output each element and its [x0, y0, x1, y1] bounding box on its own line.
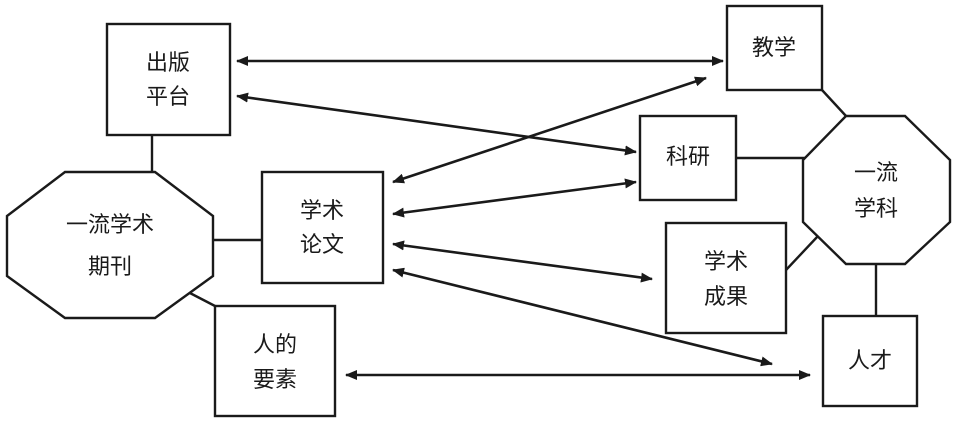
- node-publishing-platform-line-2: 平台: [146, 85, 190, 110]
- arrow-papers-research: [392, 178, 637, 218]
- node-teaching: 教学: [725, 4, 824, 92]
- node-first-class-discipline: 一流 学科: [801, 114, 952, 266]
- arrow-platform-research: [236, 92, 637, 156]
- node-academic-achievements: 学术 成果: [664, 221, 788, 335]
- line-teaching-discipline: [821, 89, 847, 117]
- node-human-factors: 人的 要素: [213, 304, 337, 418]
- node-research: 科研: [638, 114, 738, 202]
- arrow-papers-teaching: [392, 76, 707, 184]
- node-academic-achievements-line-2: 成果: [704, 285, 748, 310]
- line-achievements-discipline: [785, 235, 819, 271]
- node-academic-papers: 学术 论文: [260, 170, 385, 285]
- node-human-factors-line-1: 人的: [253, 333, 297, 358]
- node-publishing-platform: 出版 平台: [105, 22, 232, 137]
- node-academic-achievements-line-1: 学术: [704, 250, 748, 275]
- node-academic-papers-line-1: 学术: [300, 199, 344, 224]
- bidirectional-arrows: [236, 56, 811, 380]
- node-teaching-line-1: 教学: [752, 36, 796, 61]
- node-talent: 人才: [821, 314, 919, 408]
- node-publishing-platform-line-1: 出版: [146, 51, 190, 76]
- line-journal-human-factors: [187, 290, 216, 308]
- node-first-class-discipline-line-2: 学科: [854, 197, 898, 222]
- node-research-line-1: 科研: [666, 145, 710, 170]
- node-academic-papers-line-2: 论文: [300, 233, 344, 258]
- arrow-papers-achievements: [392, 240, 653, 283]
- connector-lines: [150, 89, 878, 316]
- node-first-class-discipline-line-1: 一流: [854, 161, 898, 186]
- node-talent-line-1: 人才: [848, 349, 892, 374]
- arrow-papers-talent: [392, 267, 773, 367]
- node-first-class-journal-line-1: 一流学术: [66, 213, 154, 238]
- node-first-class-journal-line-2: 期刊: [88, 255, 132, 280]
- node-human-factors-line-2: 要素: [253, 368, 297, 393]
- node-first-class-journal: 一流学术 期刊: [5, 170, 215, 320]
